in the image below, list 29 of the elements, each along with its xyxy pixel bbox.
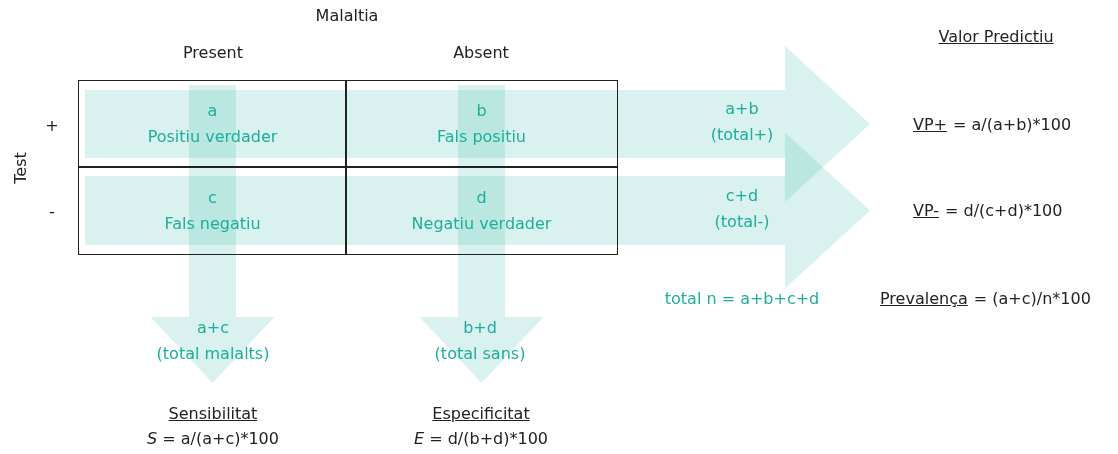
measure-name: Sensibilitat xyxy=(168,404,258,423)
formula: = a/(a+b)*100 xyxy=(953,115,1072,134)
row-header: - xyxy=(49,202,55,221)
block-arrow xyxy=(419,85,544,383)
formula: = d/(c+d)*100 xyxy=(945,201,1063,220)
formula: = (a+c)/n*100 xyxy=(973,289,1091,308)
measure-name: VP+ xyxy=(913,115,947,134)
measure-name: VP- xyxy=(913,201,939,220)
arrow-label: a+c (total malalts) xyxy=(156,315,270,367)
arrow-label: b+d (total sans) xyxy=(434,315,526,367)
axis-title: Test xyxy=(10,152,30,184)
block-arrow xyxy=(150,85,275,383)
arrow-label: a+b (total+) xyxy=(710,96,774,148)
arrow-label: c+d (total-) xyxy=(714,183,770,235)
row-header: + xyxy=(45,116,59,135)
table-cell: a Positiu verdader xyxy=(78,80,347,168)
column-header: Absent xyxy=(453,43,509,62)
table-cell: c Fals negatiu xyxy=(78,166,347,255)
formula: E = d/(b+d)*100 xyxy=(414,429,548,448)
column-header: Present xyxy=(183,43,243,62)
measure-name: Especificitat xyxy=(432,404,530,423)
table-cell: d Negatiu verdader xyxy=(345,166,618,255)
measure-name: Prevalença xyxy=(880,289,968,308)
axis-title: Malaltia xyxy=(315,6,379,25)
block-arrow xyxy=(85,132,870,289)
total-formula: total n = a+b+c+d xyxy=(664,289,820,308)
section-title: Valor Predictiu xyxy=(938,27,1054,46)
formula: S = a/(a+c)*100 xyxy=(147,429,279,448)
table-cell: b Fals positiu xyxy=(345,80,618,168)
